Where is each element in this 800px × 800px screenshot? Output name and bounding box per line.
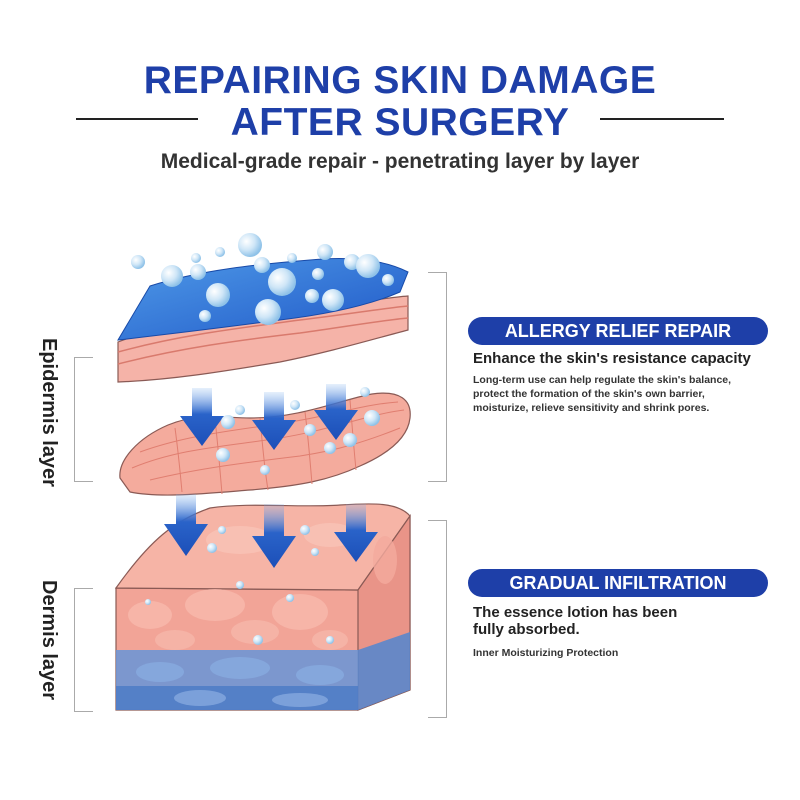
page-title-line-2: AFTER SURGERY <box>230 101 570 144</box>
gradual-infiltration-heading: GRADUAL INFILTRATION <box>468 569 768 597</box>
epidermis-label: Epidermis layer <box>38 338 60 487</box>
allergy-relief-heading: ALLERGY RELIEF REPAIR <box>468 317 768 345</box>
gel-layer <box>117 258 409 341</box>
infiltration-bracket <box>428 520 447 718</box>
detail-line: Long-term use can help regulate the skin… <box>473 374 732 386</box>
allergy-relief-details: Long-term use can help regulate the skin… <box>473 373 793 415</box>
infiltration-detail: Inner Moisturizing Protection <box>473 647 619 659</box>
allergy-bracket <box>428 272 447 482</box>
page-subtitle: Medical-grade repair - penetrating layer… <box>160 150 640 173</box>
gel-bubbles <box>131 233 394 325</box>
allergy-relief-lead: Enhance the skin's resistance capacity <box>473 350 751 367</box>
top-skin-strip <box>117 295 409 383</box>
lead-line: The essence lotion has been <box>473 604 678 621</box>
epidermis-bracket <box>74 357 93 482</box>
detail-line: protect the formation of the skin's own … <box>473 388 705 400</box>
dermis-bubbles <box>145 525 334 645</box>
lead-line: fully absorbed. <box>473 621 580 638</box>
penetration-arrows-lower <box>164 494 378 568</box>
detail-line: moisturize, relieve sensitivity and shri… <box>473 402 710 414</box>
dermis-bracket <box>74 588 93 712</box>
penetration-arrows-upper <box>180 384 358 450</box>
title-rule-right <box>600 118 724 120</box>
title-rule-left <box>76 118 198 120</box>
infiltration-lead: The essence lotion has been fully absorb… <box>473 604 793 638</box>
dermis-label: Dermis layer <box>38 580 60 701</box>
page-title-line-1: REPAIRING SKIN DAMAGE <box>143 59 657 102</box>
mid-bubbles <box>216 387 380 475</box>
